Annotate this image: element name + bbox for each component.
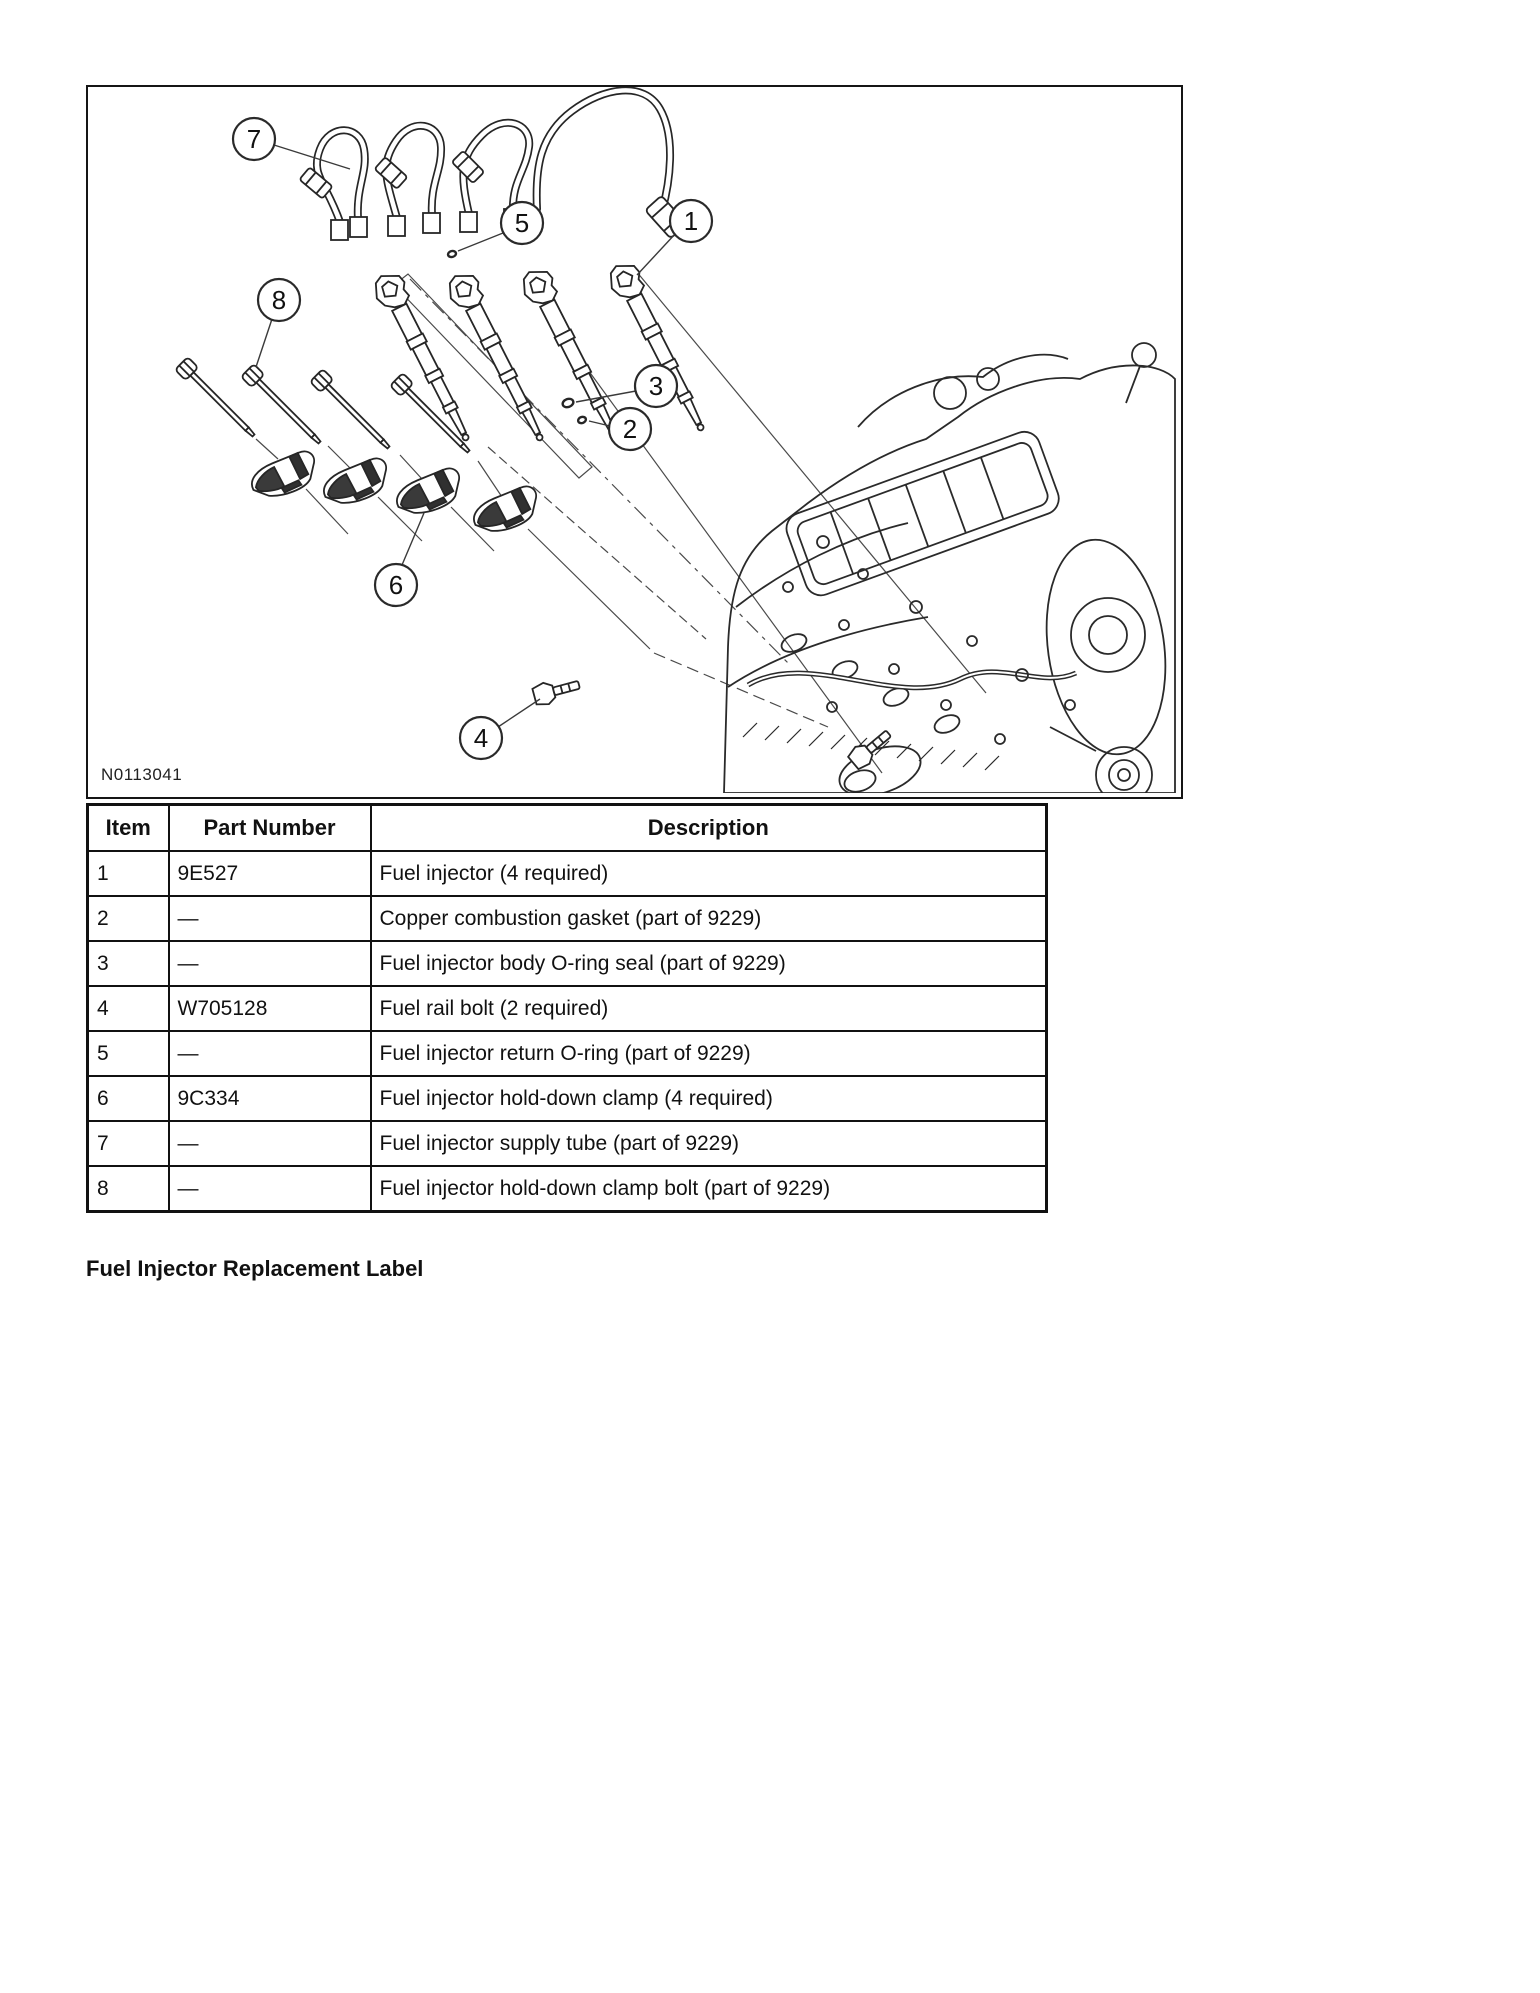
clamp-bolt (390, 373, 471, 454)
table-row: 2—Copper combustion gasket (part of 9229… (86, 895, 1048, 942)
table-cell: 9C334 (167, 1075, 372, 1122)
table-cell: W705128 (167, 985, 372, 1032)
callout-1: 1 (668, 198, 714, 244)
dipstick-ring (1131, 342, 1157, 368)
table-cell: Fuel rail bolt (2 required) (369, 985, 1048, 1032)
clamp-bolt (241, 364, 322, 445)
header-description: Description (369, 803, 1048, 852)
table-cell: — (167, 940, 372, 987)
fuel-rail-bolts (531, 680, 892, 771)
section-heading: Fuel Injector Replacement Label (86, 1256, 424, 1281)
table-cell: — (167, 1120, 372, 1167)
table-cell: Fuel injector (4 required) (369, 850, 1048, 897)
table-cell: 3 (86, 940, 170, 987)
table-cell: Fuel injector supply tube (part of 9229) (369, 1120, 1048, 1167)
callout-2: 2 (607, 406, 653, 452)
svg-text:8: 8 (272, 285, 286, 315)
svg-text:1: 1 (684, 206, 698, 236)
clamp-bolts (175, 357, 471, 454)
table-cell: 8 (86, 1165, 170, 1213)
table-row: 5—Fuel injector return O-ring (part of 9… (86, 1030, 1048, 1077)
svg-text:5: 5 (515, 208, 529, 238)
fuel-injector (374, 275, 470, 442)
callout-7: 7 (231, 116, 277, 162)
fuel-rail-bolt (531, 680, 581, 706)
hold-down-clamp (396, 467, 461, 514)
table-cell: — (167, 895, 372, 942)
hold-down-clamps (251, 450, 538, 532)
fuel-injector-supply-tubes (299, 87, 687, 241)
header-part-number: Part Number (167, 803, 372, 852)
table-row: 8—Fuel injector hold-down clamp bolt (pa… (86, 1165, 1048, 1213)
table-cell: — (167, 1165, 372, 1213)
figure-id-label: N0113041 (101, 765, 183, 784)
return-o-ring (446, 249, 458, 259)
callout-5: 5 (499, 200, 545, 246)
table-cell: Fuel injector hold-down clamp (4 require… (369, 1075, 1048, 1122)
engine-block (723, 342, 1176, 793)
callout-8: 8 (256, 277, 302, 323)
parts-table-header-row: Item Part Number Description (86, 803, 1048, 852)
table-cell: 6 (86, 1075, 170, 1122)
hold-down-clamp (323, 457, 388, 504)
header-item: Item (86, 803, 170, 852)
hold-down-clamp (473, 485, 538, 532)
fuel-rail-bolt (846, 730, 892, 771)
fuel-injector (522, 271, 618, 438)
hold-down-clamp (251, 450, 316, 497)
table-cell: Fuel injector hold-down clamp bolt (part… (369, 1165, 1048, 1213)
svg-text:3: 3 (649, 371, 663, 401)
body-o-ring-seal (561, 397, 575, 409)
callout-6: 6 (373, 562, 419, 608)
table-cell: Copper combustion gasket (part of 9229) (369, 895, 1048, 942)
table-cell: 1 (86, 850, 170, 897)
table-cell: 9E527 (167, 850, 372, 897)
table-row: 3—Fuel injector body O-ring seal (part o… (86, 940, 1048, 987)
table-cell: 5 (86, 1030, 170, 1077)
svg-text:2: 2 (623, 414, 637, 444)
svg-text:7: 7 (247, 124, 261, 154)
leader-lines (255, 144, 677, 728)
table-cell: 2 (86, 895, 170, 942)
combustion-gasket (576, 415, 588, 425)
table-cell: Fuel injector return O-ring (part of 922… (369, 1030, 1048, 1077)
clamp-bolt (175, 357, 256, 438)
fuel-injectors (374, 265, 705, 442)
table-cell: — (167, 1030, 372, 1077)
svg-text:6: 6 (389, 570, 403, 600)
o-rings (446, 249, 588, 425)
table-cell: Fuel injector body O-ring seal (part of … (369, 940, 1048, 987)
callout-3: 3 (633, 363, 679, 409)
svg-text:4: 4 (474, 723, 488, 753)
fuel-injector (448, 275, 544, 442)
callout-4: 4 (458, 715, 504, 761)
table-cell: 7 (86, 1120, 170, 1167)
clamp-bolt (310, 369, 391, 450)
table-row: 7—Fuel injector supply tube (part of 922… (86, 1120, 1048, 1167)
table-cell: 4 (86, 985, 170, 1032)
